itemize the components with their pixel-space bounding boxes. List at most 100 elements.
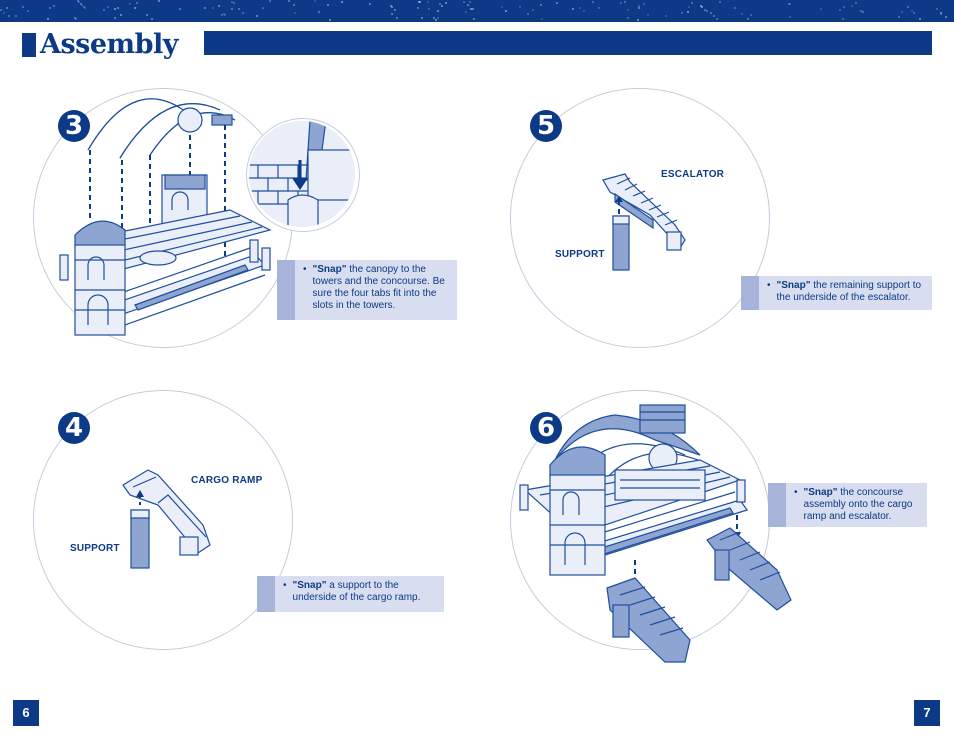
instruction-emphasis: "Snap" xyxy=(312,264,347,275)
band-dot xyxy=(919,18,921,20)
band-dot xyxy=(327,4,329,6)
band-dot xyxy=(638,7,640,9)
band-dot xyxy=(47,18,49,20)
band-dot xyxy=(15,15,17,17)
band-dot xyxy=(441,5,443,7)
note-bar xyxy=(257,576,275,612)
band-dot xyxy=(233,2,235,4)
band-dot xyxy=(842,18,844,20)
right-page-number: 7 xyxy=(914,700,940,726)
band-dot xyxy=(860,10,862,12)
band-dot xyxy=(74,17,76,19)
band-dot xyxy=(120,14,122,16)
band-dot xyxy=(427,1,429,3)
band-dot xyxy=(75,18,77,20)
band-dot xyxy=(318,11,320,13)
band-dot xyxy=(556,2,558,4)
band-dot xyxy=(936,8,938,10)
band-dot xyxy=(221,14,223,16)
band-dot xyxy=(391,13,393,15)
band-dot xyxy=(688,6,690,8)
band-dot xyxy=(713,15,715,17)
band-dot xyxy=(129,3,131,5)
band-dot xyxy=(114,8,116,10)
band-dot xyxy=(465,11,467,13)
page-title: Assembly xyxy=(40,29,178,60)
band-dot xyxy=(647,14,649,16)
band-dot xyxy=(665,15,667,17)
band-dot xyxy=(223,13,225,15)
band-dot xyxy=(369,3,371,5)
band-dot xyxy=(151,18,153,20)
band-dot xyxy=(6,7,8,9)
band-dot xyxy=(204,7,206,9)
band-dot xyxy=(421,17,423,19)
band-dot xyxy=(314,0,316,2)
band-dot xyxy=(540,4,542,6)
instruction-text: the canopy to the towers and the concour… xyxy=(312,264,445,311)
step-5-support-label: SUPPORT xyxy=(555,249,605,260)
band-dot xyxy=(501,6,503,8)
band-dot xyxy=(862,11,864,13)
band-dot xyxy=(940,12,942,14)
step-5-illustration xyxy=(602,173,686,271)
step-3-instruction: • "Snap" the canopy to the towers and th… xyxy=(277,260,457,320)
band-dot xyxy=(49,7,51,9)
band-dot xyxy=(851,5,853,7)
step-4-illustration xyxy=(122,469,211,569)
band-dot xyxy=(27,10,29,12)
note-bar xyxy=(768,483,786,527)
band-dot xyxy=(242,12,244,14)
step-3-number: 3 xyxy=(58,110,90,142)
band-dot xyxy=(541,18,543,20)
band-dot xyxy=(445,2,447,4)
step-6-illustration xyxy=(519,404,792,663)
band-dot xyxy=(911,10,913,12)
band-dot xyxy=(624,1,626,3)
band-dot xyxy=(750,14,752,16)
band-dot xyxy=(80,3,82,5)
band-dot xyxy=(231,1,233,3)
band-dot xyxy=(579,7,581,9)
band-dot xyxy=(107,6,109,8)
band-dot xyxy=(53,5,55,7)
band-dot xyxy=(598,7,600,9)
bullet-icon: • xyxy=(794,487,798,498)
band-dot xyxy=(0,9,2,11)
band-dot xyxy=(945,16,947,18)
bullet-icon: • xyxy=(283,580,287,591)
band-dot xyxy=(788,3,790,5)
band-dot xyxy=(716,18,718,20)
instruction-emphasis: "Snap" xyxy=(292,580,327,591)
band-dot xyxy=(472,8,474,10)
page-heading: Assembly xyxy=(22,30,178,60)
band-dot xyxy=(83,6,85,8)
title-bar xyxy=(204,31,932,55)
instruction-text: a support to the underside of the cargo … xyxy=(292,580,421,603)
band-dot xyxy=(470,8,472,10)
step-5-instruction: • "Snap" the remaining support to the un… xyxy=(741,276,932,310)
band-dot xyxy=(179,8,181,10)
band-dot xyxy=(417,7,419,9)
band-dot xyxy=(435,19,437,21)
band-dot xyxy=(820,8,822,10)
step-5-number: 5 xyxy=(530,110,562,142)
band-dot xyxy=(158,0,160,2)
band-dot xyxy=(136,2,138,4)
band-dot xyxy=(592,1,594,3)
band-dot xyxy=(572,8,574,10)
band-dot xyxy=(212,7,214,9)
band-dot xyxy=(681,12,683,14)
band-dot xyxy=(134,7,136,9)
band-dot xyxy=(81,4,83,6)
band-dot xyxy=(238,8,240,10)
band-dot xyxy=(473,18,475,20)
instruction-emphasis: "Snap" xyxy=(776,280,811,291)
band-dot xyxy=(620,2,622,4)
band-dot xyxy=(439,3,441,5)
band-dot xyxy=(706,10,708,12)
band-dot xyxy=(262,7,264,9)
instruction-emphasis: "Snap" xyxy=(803,487,838,498)
band-dot xyxy=(218,5,220,7)
band-dot xyxy=(77,0,79,2)
